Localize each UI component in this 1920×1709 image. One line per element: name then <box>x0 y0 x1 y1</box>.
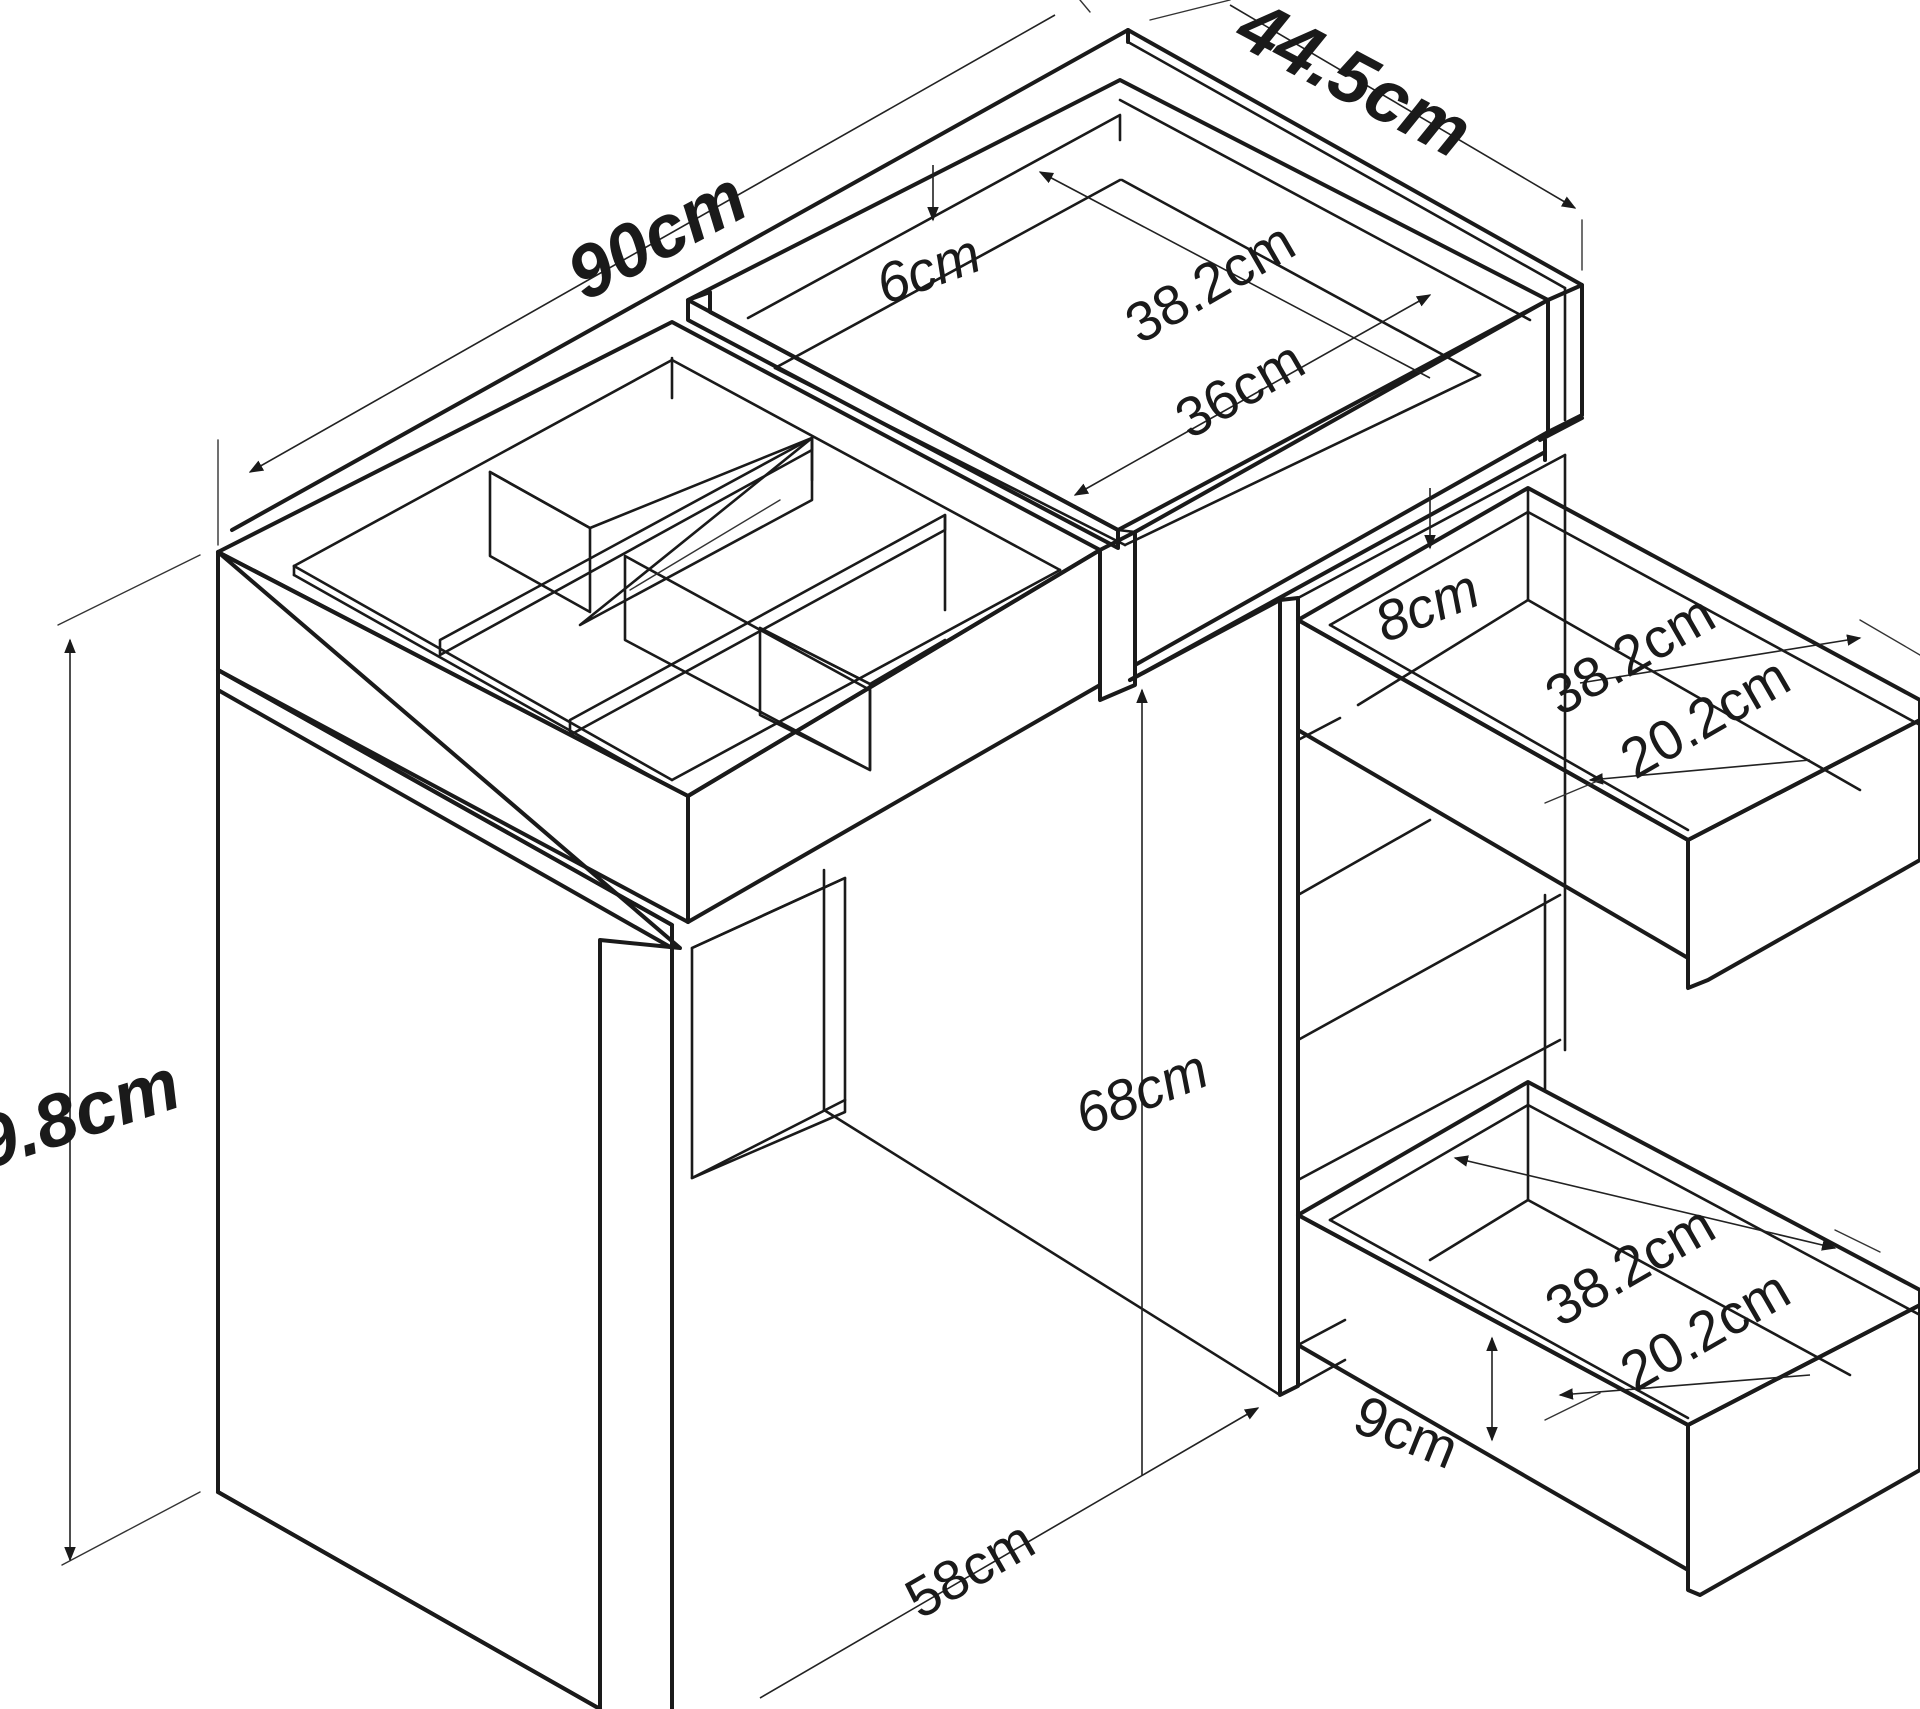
leg-clearance-label: 68cm <box>1066 1036 1217 1146</box>
desk-body <box>216 28 1584 1709</box>
top-drawer-depth-label: 6cm <box>868 221 989 316</box>
lower-right-drawer <box>1296 1080 1920 1597</box>
lower-drawer-height-label: 9cm <box>1346 1383 1468 1481</box>
height-label: 9.8cm <box>0 1041 190 1185</box>
knee-width-label: 58cm <box>895 1507 1045 1630</box>
left-organizer-tray <box>216 320 1102 924</box>
dimension-labels: 90cm 44.5cm 9.8cm 6cm 38.2cm 36cm 8cm 38… <box>0 0 1800 1630</box>
top-drawer-width-label: 36cm <box>1165 327 1315 450</box>
depth-label: 44.5cm <box>1223 0 1485 174</box>
dimension-lines <box>57 0 1920 1699</box>
upper-right-drawer <box>1296 486 1920 990</box>
